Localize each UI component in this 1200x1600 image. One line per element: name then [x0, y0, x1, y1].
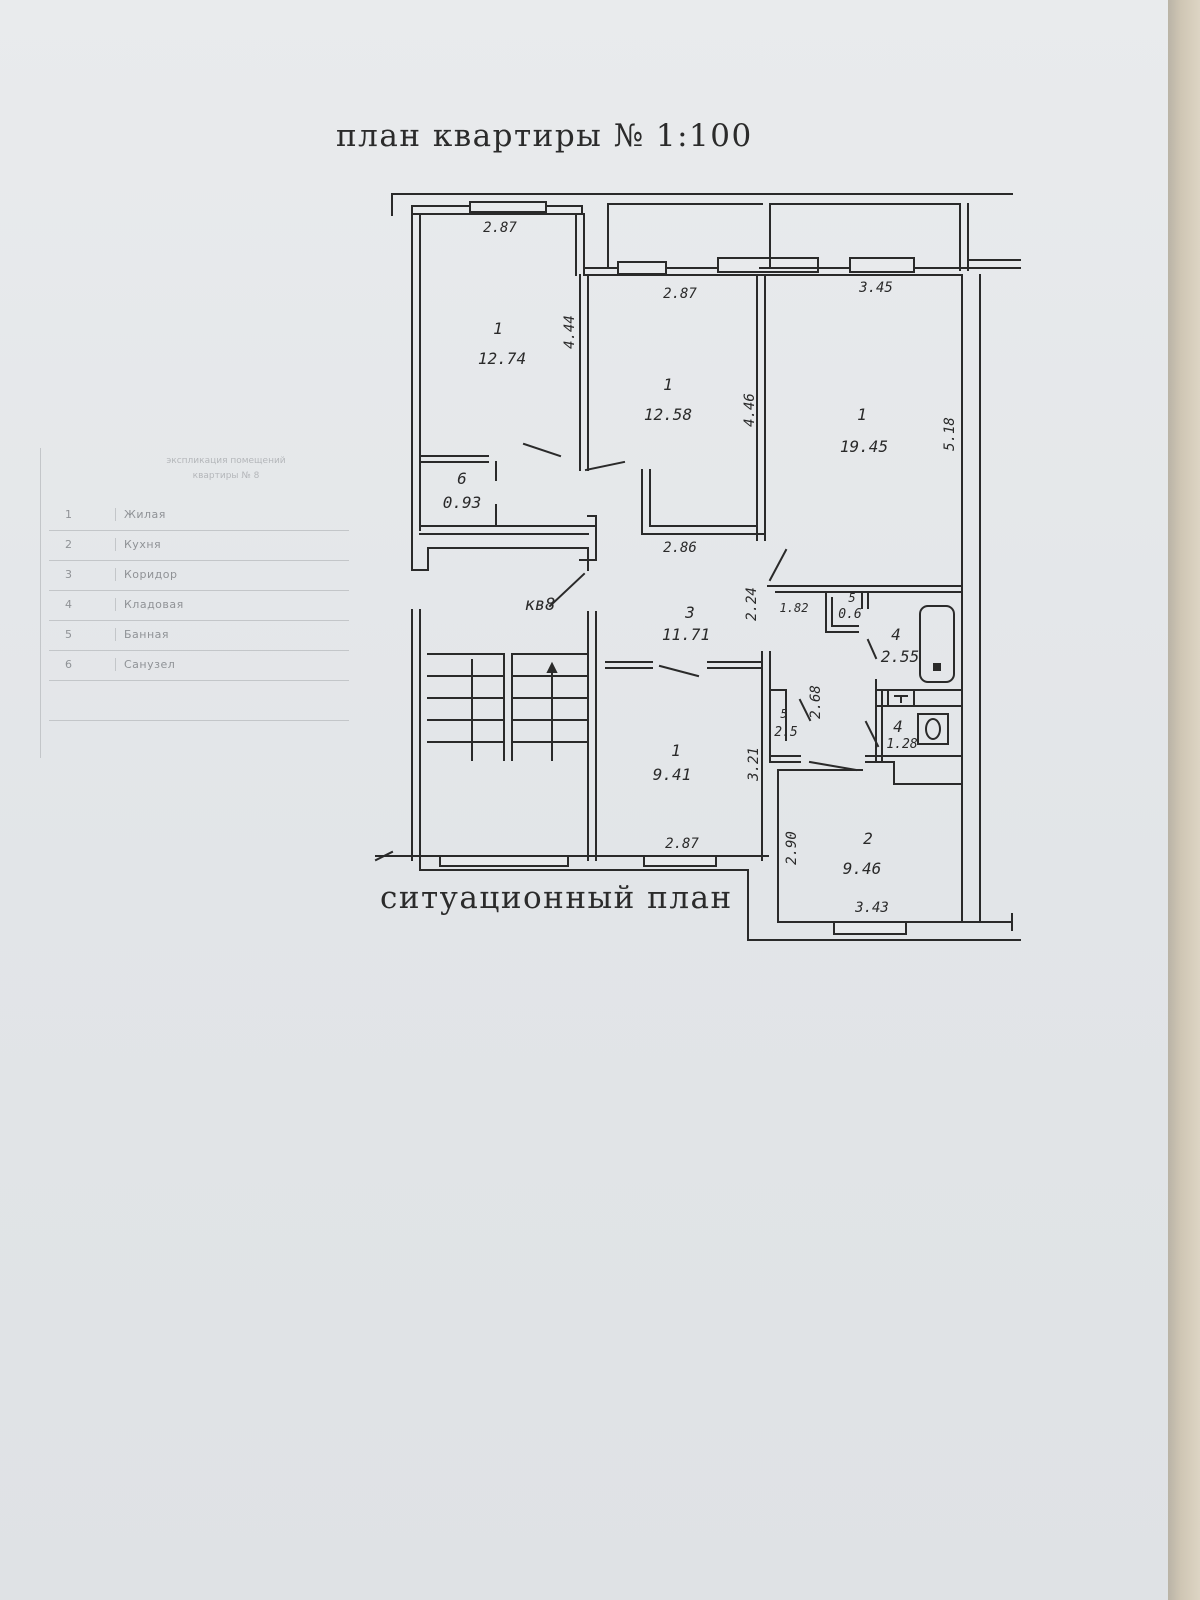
wall [649, 469, 758, 527]
legend-table: экспликация помещений квартиры № 8 1 Жил… [40, 448, 357, 758]
legend-num: 6 [65, 658, 72, 671]
bathtub [919, 605, 955, 683]
window [833, 921, 907, 935]
legend-name: Санузел [115, 658, 324, 671]
room-area: 12.58 [644, 405, 692, 424]
dimension-label: 3.45 [858, 280, 893, 296]
legend-name: Кладовая [115, 598, 324, 611]
dimension-label: 1.82 [780, 601, 809, 615]
dimension-label: 3.21 [746, 747, 762, 782]
dimension-label: 2.87 [483, 220, 517, 236]
door-swing [798, 698, 812, 722]
legend-num: 4 [65, 598, 72, 611]
room-number: 4 [891, 625, 901, 644]
room-number: 3 [684, 603, 695, 622]
dimension-label: 2.86 [663, 540, 697, 556]
window [469, 201, 547, 213]
door-swing [768, 548, 788, 582]
legend-row: 5 Банная [49, 620, 349, 651]
legend-row: 6 Санузел [49, 650, 349, 681]
toilet-bowl [925, 718, 941, 740]
legend-num: 5 [65, 628, 72, 641]
legend-num: 3 [65, 568, 72, 581]
door-swing [522, 442, 562, 458]
plan-title: план квартиры № 1:100 [336, 118, 753, 154]
door-swing [808, 760, 858, 772]
situation-plan-title: ситуационный план [380, 880, 733, 916]
dimension-label: 2.87 [663, 286, 697, 302]
room-area: 19.45 [840, 437, 888, 456]
wall [893, 761, 963, 785]
dimension-label: 4.44 [562, 315, 578, 349]
dimension-label: 2.87 [665, 836, 699, 852]
wall [769, 689, 787, 741]
room-area: 2.55 [881, 647, 920, 666]
wall [411, 529, 589, 571]
window [849, 257, 915, 273]
toilet-box [917, 713, 949, 745]
room-area: 9.46 [843, 859, 882, 878]
window [643, 855, 717, 867]
legend-num: 2 [65, 538, 72, 551]
room-number: 1 [663, 375, 673, 394]
door-swing [866, 638, 878, 660]
dimension-label: 2.24 [744, 587, 760, 621]
room-area: 11.71 [662, 625, 710, 644]
dimension-label: 3.43 [854, 900, 889, 916]
room-number: 5 [848, 591, 855, 605]
wall [374, 850, 394, 862]
door-swing [864, 720, 880, 748]
window [617, 261, 667, 275]
room-area: 12.74 [478, 349, 526, 368]
legend-row: 4 Кладовая [49, 590, 349, 621]
room-area: 2.5 [774, 725, 798, 740]
room-number: 1 [671, 741, 681, 760]
dimension-label: 2.68 [808, 685, 824, 719]
room-area: 0.93 [443, 493, 482, 512]
legend-row: 3 Коридор [49, 560, 349, 591]
page-edge [1168, 0, 1200, 1600]
window [717, 257, 819, 273]
room-number: 1 [493, 319, 503, 338]
legend-row: 2 Кухня [49, 530, 349, 561]
room-area: 1.28 [886, 737, 917, 752]
legend-row [49, 680, 349, 721]
apartment-label: кв8 [525, 595, 556, 615]
legend-header-line: экспликация помещений [166, 456, 286, 466]
legend-name: Банная [115, 628, 324, 641]
wall [641, 469, 766, 535]
room-number: 2 [863, 829, 873, 848]
door-swing [548, 572, 586, 608]
legend-num: 1 [65, 508, 72, 521]
room-area: 0.6 [838, 607, 862, 622]
door-swing [658, 664, 700, 678]
legend-row: 1 Жилая [49, 500, 349, 531]
wall [825, 591, 859, 633]
sink-cabinet [887, 689, 915, 707]
room-number: 4 [893, 717, 903, 736]
legend-header-line: квартиры № 8 [192, 471, 260, 481]
legend-name: Коридор [115, 568, 324, 581]
room-area: 9.41 [653, 765, 692, 784]
legend-header: экспликация помещений квартиры № 8 [101, 454, 351, 484]
stair-arrow-head [546, 661, 558, 673]
legend-name: Кухня [115, 538, 324, 551]
room-number: 6 [457, 469, 467, 488]
wall [831, 597, 859, 627]
dimension-label: 4.46 [742, 393, 758, 427]
dimension-label: 2.90 [784, 831, 800, 865]
window [439, 855, 569, 867]
tub-drain [933, 663, 941, 671]
door-swing [584, 460, 626, 472]
legend-name: Жилая [115, 508, 324, 521]
room-number: 5 [780, 707, 787, 721]
room-number: 1 [857, 405, 867, 424]
dimension-label: 5.18 [942, 417, 958, 451]
